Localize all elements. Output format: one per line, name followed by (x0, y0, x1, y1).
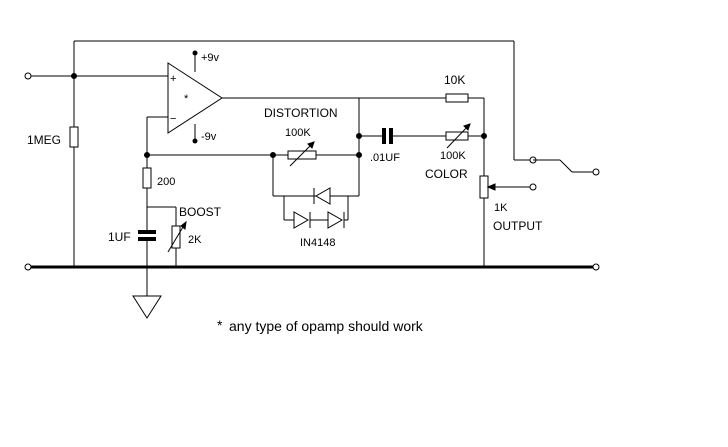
note-star: * (217, 317, 223, 333)
opamp-plus-sign: + (170, 73, 176, 85)
color-label: COLOR (425, 167, 468, 181)
supply-negative-label: -9v (201, 131, 217, 143)
ground-symbol (132, 295, 162, 319)
resistor-200-label: 200 (157, 176, 175, 188)
resistor-200: 200 (142, 155, 175, 207)
boost-pot-value: 2K (188, 234, 202, 246)
opamp: + − * +9v -9v (167, 50, 223, 144)
diodes-label: IN4148 (300, 237, 335, 249)
bypass-wire (73, 40, 530, 161)
boost-cap-label: 1UF (108, 230, 131, 244)
output-resistor-label: 10K (444, 73, 465, 87)
output-pot: 1K OUTPUT (479, 175, 543, 267)
input-resistor-1meg: 1MEG (27, 76, 79, 267)
ground-rail (24, 263, 600, 271)
output-label: OUTPUT (493, 219, 543, 233)
distortion-pot-value: 100K (285, 127, 311, 139)
boost-label: BOOST (179, 205, 222, 219)
opamp-star: * (184, 93, 189, 105)
opamp-note: * any type of opamp should work (217, 317, 424, 334)
boost-pot: BOOST 2K (167, 205, 222, 267)
output-pot-value: 1K (494, 202, 508, 214)
coupling-cap: .01UF (356, 128, 446, 164)
footswitch (529, 156, 600, 191)
input-resistor-label: 1MEG (27, 133, 61, 147)
coupling-cap-label: .01UF (370, 152, 400, 164)
clipping-diodes: IN4148 (272, 155, 360, 249)
color-pot: 100K COLOR (425, 123, 487, 181)
boost-cap: 1UF (108, 206, 176, 296)
input-terminal (24, 72, 168, 80)
supply-positive-label: +9v (201, 52, 220, 64)
color-pot-value: 100K (440, 150, 466, 162)
inverting-input-wire (144, 116, 168, 158)
opamp-output-wire (222, 97, 446, 155)
opamp-minus-sign: − (170, 113, 176, 125)
distortion-label: DISTORTION (264, 106, 338, 120)
note-text: any type of opamp should work (229, 318, 424, 334)
output-resistor-10k: 10K (444, 73, 485, 176)
distortion-pot: DISTORTION 100K (147, 106, 362, 167)
